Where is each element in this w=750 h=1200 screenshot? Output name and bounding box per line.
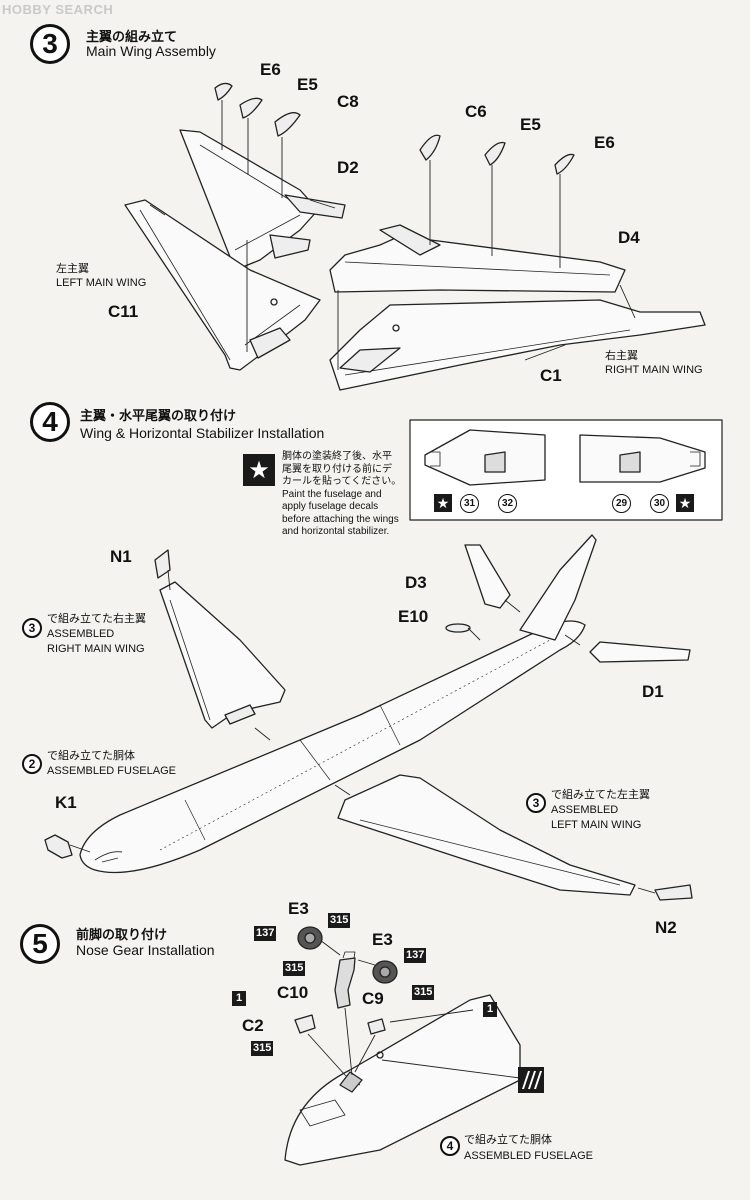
part-label-c11: C11 <box>108 302 139 321</box>
ref-right-wing-jp: で組み立てた右主翼 <box>47 613 146 625</box>
part-label-d3: D3 <box>405 573 427 592</box>
note-line: apply fuselage decals <box>282 501 379 512</box>
step-3-title-en: Main Wing Assembly <box>86 43 216 59</box>
note-line: 尾翼を取り付ける前にデ <box>282 463 392 475</box>
step-4-title-en: Wing & Horizontal Stabilizer Installatio… <box>80 425 325 441</box>
ref-right-wing-en2: RIGHT MAIN WING <box>47 643 145 655</box>
decal-29: 29 <box>612 494 631 513</box>
right-wing-label-jp: 右主翼 <box>605 350 638 362</box>
note-line: and horizontal stabilizer. <box>282 526 390 537</box>
star-icon: ★ <box>434 494 452 512</box>
part-label-e6-right: E6 <box>594 133 615 152</box>
ref-fuselage-step5-en: ASSEMBLED FUSELAGE <box>464 1150 593 1162</box>
right-wing-label-en: RIGHT MAIN WING <box>605 364 703 376</box>
part-label-d2: D2 <box>337 158 359 177</box>
part-label-c2: C2 <box>242 1016 264 1035</box>
note-line: Paint the fuselage and <box>282 488 382 500</box>
color-code-315: 315 <box>328 913 351 928</box>
part-label-c1: C1 <box>540 366 562 385</box>
ref-left-wing-jp: で組み立てた左主翼 <box>551 789 650 801</box>
ref-fuselage-step5-jp: で組み立てた胴体 <box>464 1134 552 1146</box>
color-code-1: 1 <box>232 991 247 1006</box>
part-label-d1: D1 <box>642 682 664 701</box>
part-label-d4: D4 <box>618 228 640 247</box>
part-label-e10: E10 <box>398 607 429 626</box>
ref-fuselage-jp: で組み立てた胴体 <box>47 750 135 762</box>
color-code-137: 137 <box>254 926 277 941</box>
part-label-n1: N1 <box>110 547 132 566</box>
color-code-1-right: 1 <box>483 1002 498 1017</box>
star-icon: ★ <box>243 454 275 486</box>
decal-32: 32 <box>498 494 517 513</box>
color-code-315-wheel: 315 <box>412 985 435 1000</box>
step-5-title-en: Nose Gear Installation <box>76 942 215 958</box>
part-label-e6: E6 <box>260 60 281 79</box>
ref-left-wing-en2: LEFT MAIN WING <box>551 819 642 831</box>
part-label-k1: K1 <box>55 793 77 812</box>
part-label-c6: C6 <box>465 102 487 121</box>
part-label-e3: E3 <box>288 899 309 918</box>
color-code-137-right: 137 <box>404 948 427 963</box>
decal-31: 31 <box>460 494 479 513</box>
decal-note: 胴体の塗装終了後、水平 尾翼を取り付ける前にデ カールを貼ってください。 Pai… <box>282 451 401 539</box>
step-4-title-jp: 主翼・水平尾翼の取り付け <box>80 408 237 423</box>
part-label-e5: E5 <box>297 75 318 94</box>
step-3-title-jp: 主翼の組み立て <box>86 29 178 44</box>
ref-step-3-left: 3 <box>526 793 546 813</box>
part-label-e3-right: E3 <box>372 930 393 949</box>
ref-right-wing-en1: ASSEMBLED <box>47 628 115 640</box>
left-wing-label-en: LEFT MAIN WING <box>56 277 147 289</box>
part-label-c9: C9 <box>362 989 384 1008</box>
note-line: 胴体の塗装終了後、水平 <box>282 451 392 462</box>
stripe-decal-icon <box>518 1067 544 1093</box>
part-label-e5-right: E5 <box>520 115 541 134</box>
part-label-c10: C10 <box>277 983 309 1002</box>
ref-step-3-right: 3 <box>22 618 42 638</box>
color-code-315-door: 315 <box>251 1041 274 1056</box>
decal-30: 30 <box>650 494 669 513</box>
ref-fuselage-en: ASSEMBLED FUSELAGE <box>47 765 176 777</box>
part-label-c8: C8 <box>337 92 359 111</box>
note-line: before attaching the wings <box>282 513 399 525</box>
step-5-number: 5 <box>20 924 60 964</box>
ref-step-4-fuselage: 4 <box>440 1136 460 1156</box>
step-5-title-jp: 前脚の取り付け <box>76 927 168 942</box>
ref-step-2-fuselage: 2 <box>22 754 42 774</box>
part-label-n2: N2 <box>655 918 677 937</box>
star-icon: ★ <box>676 494 694 512</box>
color-code-315-strut: 315 <box>283 961 306 976</box>
note-line: カールを貼ってください。 <box>282 476 402 487</box>
ref-left-wing-en1: ASSEMBLED <box>551 804 619 816</box>
watermark-logo: HOBBY SEARCH <box>2 2 114 17</box>
left-wing-label-jp: 左主翼 <box>56 263 89 275</box>
step-4-number: 4 <box>30 402 70 442</box>
step-3-number: 3 <box>30 24 70 64</box>
